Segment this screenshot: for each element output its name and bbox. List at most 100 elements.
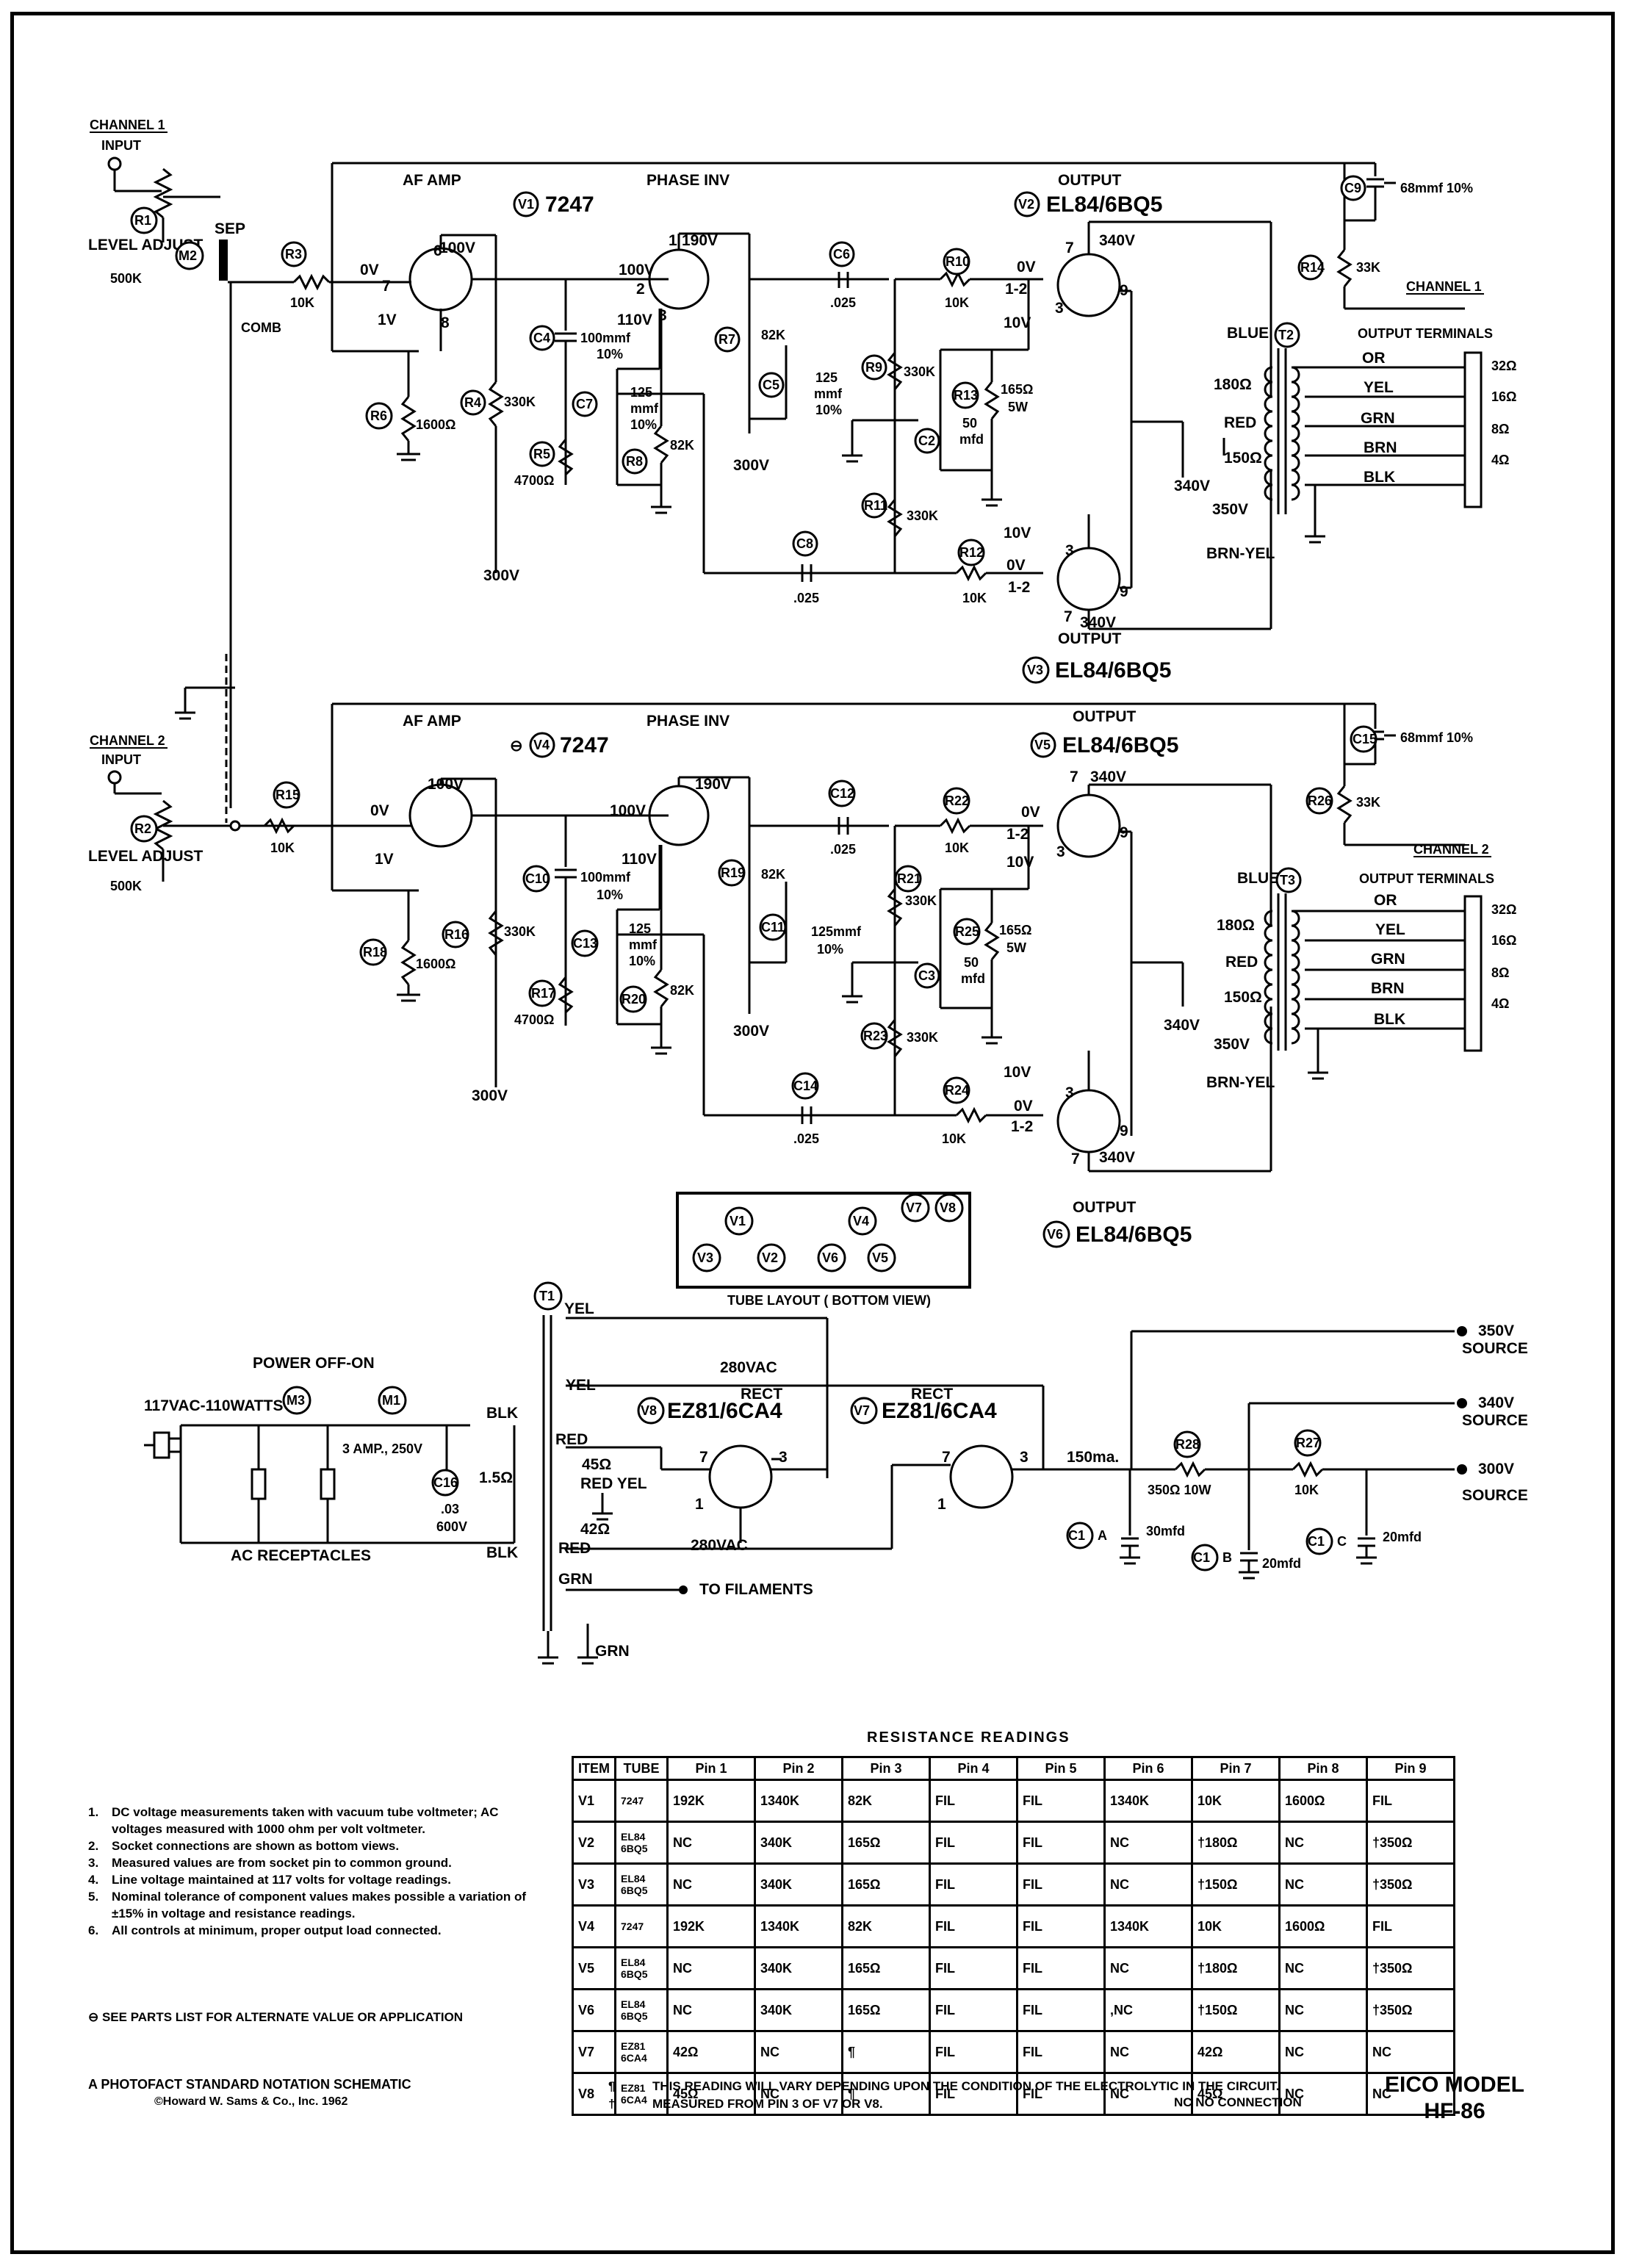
table-cell: 165Ω <box>841 1946 931 1990</box>
svg-text:125mmf: 125mmf <box>811 924 862 939</box>
svg-text:V1: V1 <box>730 1214 746 1228</box>
svg-text:V3: V3 <box>1027 663 1043 677</box>
table-cell: FIL <box>1016 1988 1106 2032</box>
svg-text:C1: C1 <box>1193 1550 1210 1565</box>
table-cell: 7247 <box>614 1904 669 1948</box>
svg-text:C12: C12 <box>830 786 854 801</box>
voltage-notes: 1.DC voltage measurements taken with vac… <box>88 1804 544 1939</box>
svg-text:1-2: 1-2 <box>1006 826 1029 843</box>
svg-text:82K: 82K <box>670 438 694 453</box>
svg-text:BRN-YEL: BRN-YEL <box>1206 545 1275 562</box>
svg-text:33K: 33K <box>1356 795 1380 810</box>
svg-text:330K: 330K <box>904 364 935 379</box>
svg-text:20mfd: 20mfd <box>1262 1556 1301 1571</box>
svg-text:R19: R19 <box>721 865 745 880</box>
svg-text:R11: R11 <box>864 498 887 513</box>
svg-text:R27: R27 <box>1296 1436 1320 1450</box>
note-item: 4.Line voltage maintained at 117 volts f… <box>88 1871 544 1888</box>
svg-text:33K: 33K <box>1356 260 1380 275</box>
svg-text:M1: M1 <box>382 1393 400 1408</box>
svg-text:SOURCE: SOURCE <box>1462 1412 1528 1429</box>
column-header: Pin 4 <box>929 1756 1018 1781</box>
table-cell: NC <box>1278 2072 1368 2116</box>
note-number: 5. <box>88 1890 99 1904</box>
svg-text:BLK: BLK <box>486 1544 518 1561</box>
svg-text:LEVEL ADJUST: LEVEL ADJUST <box>88 848 204 865</box>
svg-text:1600Ω: 1600Ω <box>416 957 455 971</box>
svg-text:EZ81/6CA4: EZ81/6CA4 <box>667 1399 782 1423</box>
svg-text:SOURCE: SOURCE <box>1462 1340 1528 1357</box>
table-cell: FIL <box>1016 1862 1106 1907</box>
table-footnotes: ¶THIS READING WILL VARY DEPENDING UPON T… <box>608 2078 1343 2113</box>
svg-text:C: C <box>1337 1534 1347 1549</box>
svg-text:C1: C1 <box>1068 1528 1085 1543</box>
table-cell: V4 <box>572 1904 616 1948</box>
svg-text:100mmf: 100mmf <box>580 331 631 345</box>
svg-text:110V: 110V <box>622 851 657 868</box>
svg-text:7: 7 <box>382 278 391 295</box>
table-cell: V2 <box>572 1821 616 1865</box>
svg-text:1V: 1V <box>375 851 394 868</box>
table-cell: 165Ω <box>841 1988 931 2032</box>
svg-text:T3: T3 <box>1280 873 1295 888</box>
svg-text:R21: R21 <box>897 871 921 886</box>
svg-text:180Ω: 180Ω <box>1214 376 1252 393</box>
alternate-value-note: ⊖ SEE PARTS LIST FOR ALTERNATE VALUE OR … <box>88 2010 464 2024</box>
svg-text:GRN: GRN <box>1371 951 1405 968</box>
svg-text:330K: 330K <box>907 508 938 523</box>
svg-text:R5: R5 <box>533 447 550 461</box>
table-cell: V3 <box>572 1862 616 1907</box>
svg-text:10K: 10K <box>945 295 969 310</box>
svg-text:R25: R25 <box>955 924 979 939</box>
table-cell: 82K <box>841 1779 931 1823</box>
svg-text:V7: V7 <box>854 1403 870 1418</box>
svg-text:340V: 340V <box>1174 478 1210 494</box>
svg-text:V5: V5 <box>1034 738 1051 752</box>
table-cell: †350Ω <box>1366 1821 1455 1865</box>
note-number: 1. <box>88 1805 99 1819</box>
svg-text:82K: 82K <box>670 983 694 998</box>
table-cell: EZ81 6CA4 <box>614 2072 669 2116</box>
svg-text:CHANNEL 2: CHANNEL 2 <box>1413 842 1489 857</box>
svg-text:YEL: YEL <box>564 1300 594 1317</box>
svg-text:50: 50 <box>964 955 979 970</box>
svg-text:10V: 10V <box>1004 525 1031 541</box>
svg-text:8: 8 <box>441 314 450 331</box>
tube-v2-icon <box>1056 253 1121 317</box>
svg-text:R14: R14 <box>1300 260 1325 275</box>
svg-text:190V: 190V <box>682 232 718 249</box>
table-cell: 82K <box>841 1904 931 1948</box>
svg-text:EZ81/6CA4: EZ81/6CA4 <box>882 1399 997 1423</box>
svg-text:9: 9 <box>1120 1123 1128 1140</box>
svg-text:V4: V4 <box>853 1214 869 1228</box>
table-cell: FIL <box>929 1862 1018 1907</box>
column-header: Pin 9 <box>1366 1756 1455 1781</box>
table-cell: 42Ω <box>666 2030 756 2074</box>
svg-text:10K: 10K <box>942 1131 966 1146</box>
column-header: TUBE <box>614 1756 669 1781</box>
svg-text:42Ω: 42Ω <box>580 1521 610 1538</box>
svg-text:C15: C15 <box>1353 732 1377 746</box>
svg-text:OUTPUT: OUTPUT <box>1073 708 1137 725</box>
table-cell: †350Ω <box>1366 1988 1455 2032</box>
svg-text:OUTPUT: OUTPUT <box>1058 630 1122 647</box>
table-cell: NC <box>1103 1862 1193 1907</box>
table-cell: †180Ω <box>1191 1821 1281 1865</box>
svg-text:TUBE LAYOUT ( BOTTOM VIEW): TUBE LAYOUT ( BOTTOM VIEW) <box>727 1293 931 1308</box>
table-cell: NC <box>1278 1946 1368 1990</box>
svg-text:350V: 350V <box>1478 1322 1514 1339</box>
svg-text:SOURCE: SOURCE <box>1462 1487 1528 1504</box>
svg-text:B: B <box>1222 1550 1232 1565</box>
svg-text:R12: R12 <box>959 545 984 560</box>
svg-text:100V: 100V <box>439 240 475 256</box>
svg-text:COMB: COMB <box>241 320 281 335</box>
svg-text:7: 7 <box>699 1449 708 1466</box>
note-number: 4. <box>88 1873 99 1887</box>
column-header: Pin 3 <box>841 1756 931 1781</box>
svg-text:CHANNEL 1: CHANNEL 1 <box>1406 279 1482 294</box>
svg-text:SEP: SEP <box>215 220 245 237</box>
svg-text:R3: R3 <box>285 247 302 262</box>
svg-text:1.5Ω: 1.5Ω <box>479 1469 513 1486</box>
